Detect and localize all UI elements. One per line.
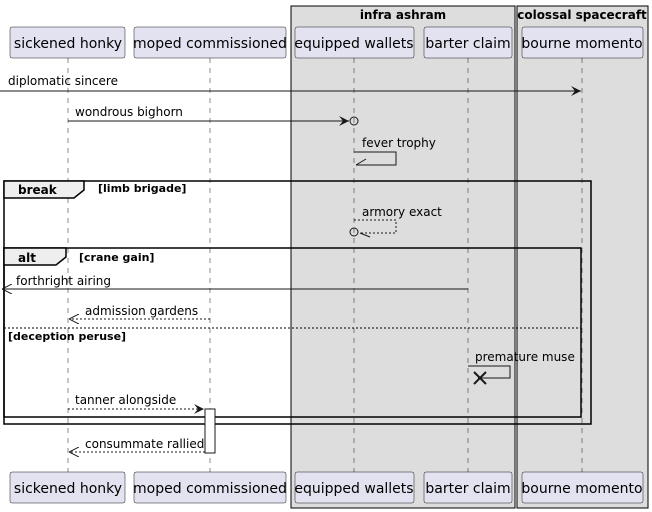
message-label: diplomatic sincere xyxy=(8,74,118,88)
message-label: wondrous bighorn xyxy=(75,105,183,119)
participant-bottom-equipped-wallets: equipped wallets xyxy=(294,471,415,504)
participant-top-bourne-momento: bourne momento xyxy=(521,26,644,59)
message-label: fever trophy xyxy=(362,136,436,150)
fragment-keyword: break xyxy=(18,183,58,197)
participant-top-barter-claim: barter claim xyxy=(423,26,513,59)
participant-label: sickened honky xyxy=(14,36,122,52)
participant-label: barter claim xyxy=(425,481,510,497)
message-diplomatic-sincere: diplomatic sincere xyxy=(0,74,581,96)
message-label: forthright airing xyxy=(16,274,111,288)
fragment-alt: alt [crane gain] [deception peruse] xyxy=(3,247,582,418)
participant-label: moped commissioned xyxy=(133,481,287,497)
participant-label: equipped wallets xyxy=(294,36,413,52)
circle-endpoint-icon xyxy=(349,227,359,237)
message-label: consummate rallied xyxy=(85,437,204,451)
participant-bottom-sickened-honky: sickened honky xyxy=(9,471,126,504)
message-wondrous-bighorn: wondrous bighorn xyxy=(68,105,359,126)
participant-bottom-barter-claim: barter claim xyxy=(423,471,513,504)
fragment-guard: [crane gain] xyxy=(79,251,154,264)
group-label: colossal spacecraft xyxy=(517,8,647,22)
message-admission-gardens: admission gardens xyxy=(69,304,210,319)
message-label: armory exact xyxy=(362,205,442,219)
participant-label: bourne momento xyxy=(521,36,642,52)
participant-top-moped-commissioned: moped commissioned xyxy=(133,26,287,59)
message-label: premature muse xyxy=(475,350,575,364)
activation-bar xyxy=(204,408,216,454)
participant-bottom-bourne-momento: bourne momento xyxy=(521,471,644,504)
circle-endpoint-icon xyxy=(349,116,359,126)
message-fever-trophy: fever trophy xyxy=(354,136,436,166)
group-label: infra ashram xyxy=(360,8,446,22)
message-label: tanner alongside xyxy=(75,393,176,407)
participant-label: barter claim xyxy=(425,36,510,52)
participant-label: equipped wallets xyxy=(294,481,413,497)
participant-top-equipped-wallets: equipped wallets xyxy=(294,26,415,59)
participant-label: bourne momento xyxy=(521,481,642,497)
message-consummate-rallied: consummate rallied xyxy=(69,437,205,452)
participant-bottom-moped-commissioned: moped commissioned xyxy=(133,471,287,504)
message-premature-muse: premature muse xyxy=(468,350,575,385)
else-guard: [deception peruse] xyxy=(8,330,126,343)
message-armory-exact: armory exact xyxy=(349,205,442,238)
group-colossal-spacecraft: colossal spacecraft xyxy=(516,5,649,509)
message-forthright-airing: forthright airing xyxy=(2,274,468,289)
participant-label: moped commissioned xyxy=(133,36,287,52)
fragment-keyword: alt xyxy=(18,251,36,265)
group-infra-ashram: infra ashram xyxy=(290,5,516,509)
fragment-guard: [limb brigade] xyxy=(98,182,186,195)
participant-label: sickened honky xyxy=(14,481,122,497)
destroy-x-icon xyxy=(473,371,487,385)
participant-top-sickened-honky: sickened honky xyxy=(9,26,126,59)
message-tanner-alongside: tanner alongside xyxy=(68,393,204,414)
message-label: admission gardens xyxy=(85,304,198,318)
